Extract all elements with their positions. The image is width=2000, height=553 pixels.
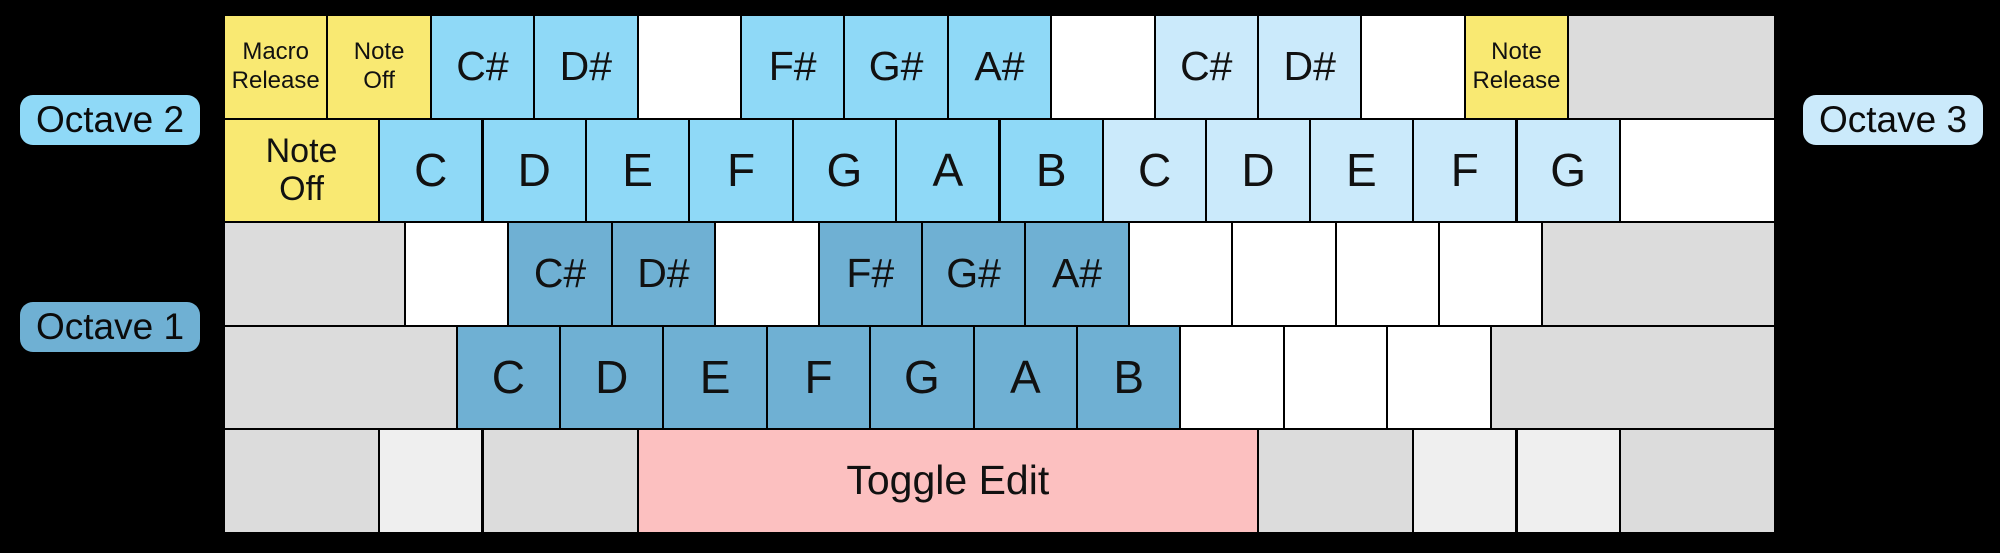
key-note-d-oct2: D [482,118,586,222]
key-unassigned [1542,222,1775,326]
key-note-off: Note Off [327,15,431,119]
key-note-a-oct1: A [973,325,1078,429]
key-unassigned [1516,429,1620,533]
key-blank [1438,222,1543,326]
key-note-c-oct2: C [379,118,483,222]
key-unassigned [1413,429,1517,533]
key-note-b-oct2: B [999,118,1103,222]
octave-1-label: Octave 1 [20,302,200,352]
key-note-d-oct1: D [560,325,664,429]
key-note-asharp-oct2: A# [947,15,1052,119]
key-note-gsharp-oct1: G# [921,222,1026,326]
key-unassigned [224,325,457,429]
key-unassigned [1619,429,1775,533]
key-note-c-oct3: C [1102,118,1207,222]
key-note-c-oct1: C [456,325,561,429]
key-note-d-oct3: D [1206,118,1310,222]
key-note-g-oct1: G [870,325,974,429]
key-note-g-oct2: G [792,118,897,222]
key-blank [1387,325,1491,429]
key-blank [1180,325,1284,429]
key-blank [1361,15,1465,119]
key-unassigned [1568,15,1775,119]
key-blank [1128,222,1233,326]
key-note-dsharp-oct3: D# [1258,15,1362,119]
key-blank [715,222,819,326]
key-note-f-oct2: F [689,118,793,222]
key-note-f-oct1: F [766,325,871,429]
key-blank [1232,222,1336,326]
key-note-csharp-oct2: C# [430,15,535,119]
key-note-e-oct2: E [585,118,690,222]
key-note-fsharp-oct1: F# [818,222,922,326]
key-blank [1051,15,1155,119]
key-note-csharp-oct1: C# [508,222,612,326]
key-blank [1283,325,1388,429]
key-note-gsharp-oct2: G# [844,15,948,119]
key-note-g-oct3: G [1516,118,1620,222]
key-blank [1619,118,1775,222]
key-note-a-oct2: A [896,118,1000,222]
key-blank [637,15,741,119]
key-note-fsharp-oct2: F# [741,15,845,119]
key-blank [1335,222,1439,326]
key-unassigned [379,429,483,533]
key-note-b-oct1: B [1077,325,1181,429]
key-note-dsharp-oct1: D# [611,222,716,326]
key-blank [404,222,509,326]
octave-3-label: Octave 3 [1803,95,1983,145]
key-note-off-wide: Note Off [224,118,380,222]
key-note-dsharp-oct2: D# [534,15,638,119]
key-unassigned [1258,429,1414,533]
key-note-csharp-oct3: C# [1154,15,1258,119]
key-unassigned [224,429,380,533]
key-note-release: Note Release [1464,15,1569,119]
octave-2-label: Octave 2 [20,95,200,145]
key-unassigned [482,429,638,533]
key-note-e-oct1: E [663,325,767,429]
key-macro-release: Macro Release [224,15,328,119]
key-note-asharp-oct1: A# [1025,222,1129,326]
key-unassigned [1490,325,1775,429]
key-note-e-oct3: E [1309,118,1414,222]
key-unassigned [224,222,405,326]
key-toggle-edit: Toggle Edit [637,429,1258,533]
key-note-f-oct3: F [1413,118,1517,222]
